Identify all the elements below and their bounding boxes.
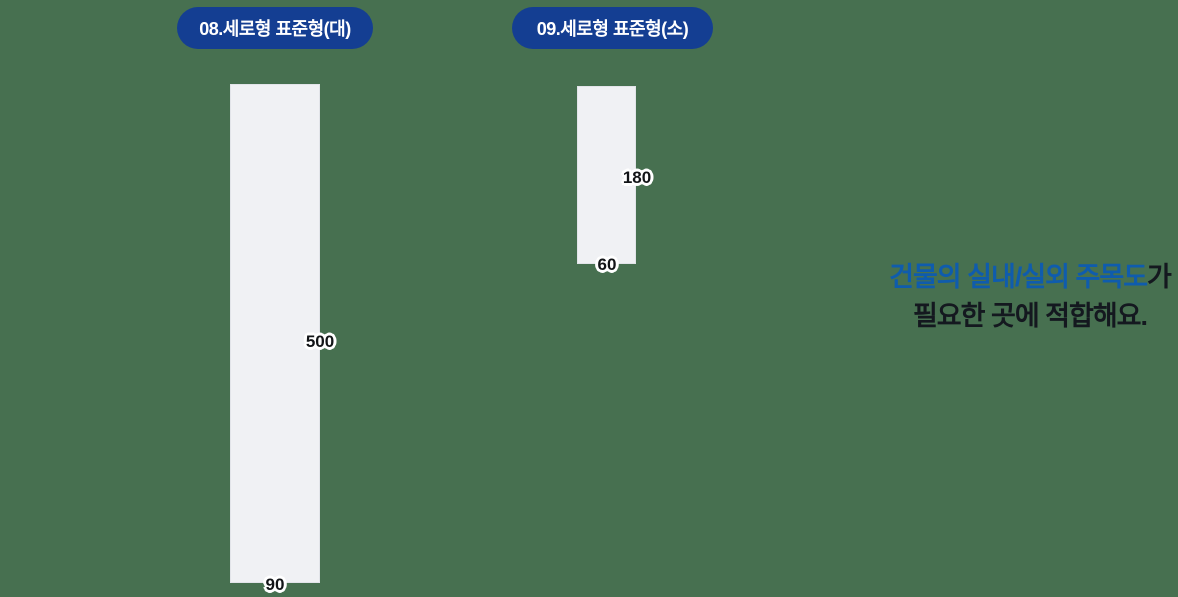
dimension-label-large-height: 500 [305,332,335,351]
caption-highlight: 건물의 실내/실외 주목도 [889,262,1148,292]
sign-shape-large [230,84,320,583]
dimension-label-large-width: 90 [265,575,285,594]
badge-vertical-standard-small: 09.세로형 표준형(소) [512,7,713,49]
caption-suffix: 가 [1147,262,1172,292]
sign-shape-small [577,86,636,264]
caption: 건물의 실내/실외 주목도가 필요한 곳에 적합해요. [880,258,1178,336]
dimension-label-small-width: 60 [597,255,617,274]
caption-line-2: 필요한 곳에 적합해요. [912,301,1148,331]
caption-line-1: 건물의 실내/실외 주목도가 [880,258,1178,297]
dimension-label-small-height: 180 [622,168,652,187]
badge-vertical-standard-large: 08.세로형 표준형(대) [177,7,373,49]
